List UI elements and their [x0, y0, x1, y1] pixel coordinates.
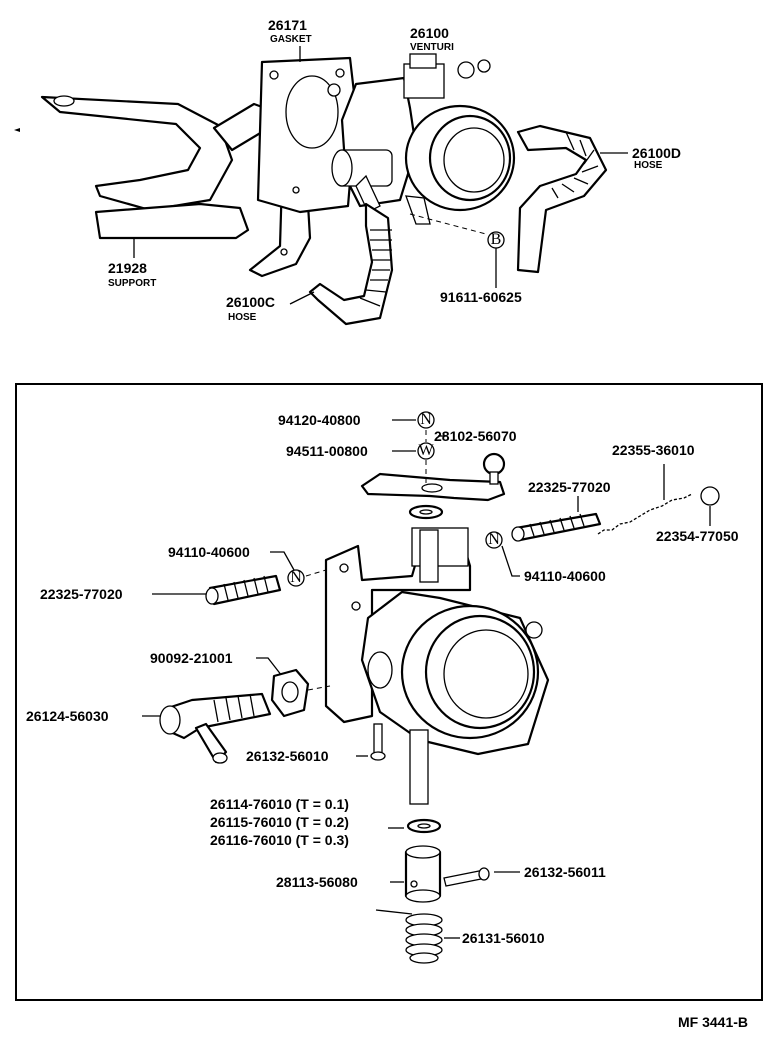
- bolt-symbol: B: [491, 231, 502, 248]
- label-hose-c: 26100C HOSE: [226, 291, 315, 323]
- small-pin-group: 26132-56010: [246, 723, 386, 764]
- support-name: SUPPORT: [108, 278, 156, 289]
- ball-lever-label-group: 28102-56070: [434, 428, 517, 444]
- right-nut-symbol: N: [488, 531, 500, 548]
- venturi-part-number: 26100: [410, 25, 449, 41]
- support-part-number: 21928: [108, 260, 147, 276]
- label-washer-bolt: B 91611-60625: [440, 231, 522, 305]
- shims-group: 26114-76010 (T = 0.1) 26115-76010 (T = 0…: [210, 796, 442, 848]
- nut-symbol: N: [420, 411, 432, 428]
- left-nut-symbol: N: [290, 569, 302, 586]
- label-gasket: 26171 GASKET: [268, 17, 312, 62]
- chain-drawing: 22355-36010 22354-77050: [597, 442, 739, 544]
- venturi-body-drawing: [327, 53, 516, 225]
- left-nut-part-number: 94110-40600: [168, 544, 250, 560]
- ball-lever-part-number: 28102-56070: [434, 428, 517, 444]
- label-support: 21928 SUPPORT: [108, 238, 156, 289]
- sleeve-group: 28113-56080: [276, 845, 442, 903]
- shim-1-part-number: 26114-76010 (T = 0.1): [210, 796, 349, 812]
- end-cap-part-number: 22354-77050: [656, 528, 739, 544]
- exploded-view-frame: [15, 383, 763, 1001]
- gasket-name: GASKET: [270, 34, 312, 45]
- top-nut-part-number: 94120-40800: [278, 412, 361, 428]
- lower-body-drawing: [324, 527, 550, 805]
- shim-3-part-number: 26116-76010 (T = 0.3): [210, 832, 349, 848]
- coil-spring-group: 26131-56010: [375, 909, 545, 964]
- ball-lever-drawing: [360, 452, 506, 520]
- adjust-screw-drawing: 26124-56030: [26, 692, 272, 764]
- left-screw-drawing: 22325-77020: [40, 574, 282, 606]
- label-venturi: 26100 VENTURI: [410, 25, 454, 53]
- hose-d-name: HOSE: [634, 160, 663, 171]
- hose-c-name: HOSE: [228, 312, 257, 323]
- pin-right-group: 26132-56011: [443, 864, 606, 887]
- hose-c-drawing: [308, 202, 394, 326]
- coil-spring-part-number: 26131-56010: [462, 930, 545, 946]
- hex-nut-part-number: 90092-21001: [150, 650, 233, 666]
- sleeve-part-number: 28113-56080: [276, 874, 358, 890]
- label-hose-d: 26100D HOSE: [600, 145, 681, 171]
- top-nut-group: 94120-40800 N: [278, 411, 435, 429]
- pin-right-part-number: 26132-56011: [524, 864, 606, 880]
- right-spring-drawing: 22325-77020: [511, 479, 611, 542]
- venturi-name: VENTURI: [410, 42, 454, 53]
- right-spring-part-number: 22325-77020: [528, 479, 611, 495]
- hex-nut-group: 90092-21001: [150, 650, 331, 718]
- washer-symbol: W: [418, 442, 434, 459]
- hose-d-drawing: [409, 124, 608, 274]
- top-washer-part-number: 94511-00800: [286, 443, 368, 459]
- left-screw-part-number: 22325-77020: [40, 586, 123, 602]
- chain-part-number: 22355-36010: [612, 442, 695, 458]
- small-pin-part-number: 26132-56010: [246, 748, 329, 764]
- gasket-part-number: 26171: [268, 17, 307, 33]
- hose-c-part-number: 26100C: [226, 294, 275, 310]
- left-nut-group: 94110-40600 N: [168, 544, 327, 587]
- small-mark: [14, 128, 20, 132]
- washer-bolt-part-number: 91611-60625: [440, 289, 522, 305]
- gasket-drawing: [256, 56, 358, 214]
- hose-d-part-number: 26100D: [632, 145, 681, 161]
- figure-code: MF 3441-B: [678, 1014, 748, 1030]
- adjust-screw-part-number: 26124-56030: [26, 708, 109, 724]
- right-nut-group: N 94110-40600: [485, 531, 606, 584]
- top-washer-group: 94511-00800 W: [286, 430, 435, 484]
- right-nut-part-number: 94110-40600: [524, 568, 606, 584]
- shim-2-part-number: 26115-76010 (T = 0.2): [210, 814, 349, 830]
